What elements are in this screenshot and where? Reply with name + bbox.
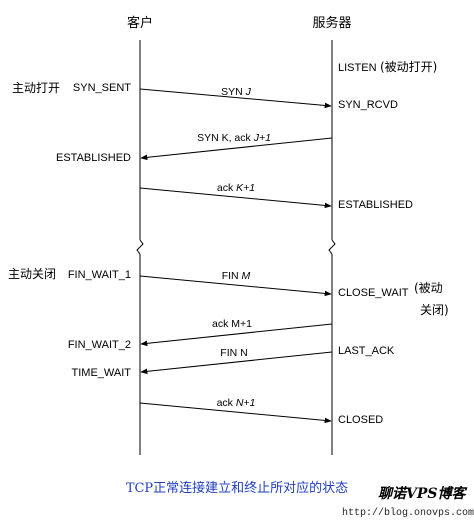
client-header: 客户 [127, 15, 153, 31]
msg-ack-k1: ack K+1 [217, 182, 255, 194]
server-state-syn-rcvd: SYN_RCVD [338, 99, 398, 111]
msg-fin-n: FIN N [220, 347, 247, 359]
arrow-syn-k-ack [140, 137, 333, 161]
arrow-syn-j [139, 88, 332, 109]
server-state-listen: LISTEN [338, 62, 377, 74]
server-passive-close-label-1: (被动 [414, 281, 443, 295]
client-state-syn-sent: SYN_SENT [73, 82, 131, 94]
msg-fin-m: FIN M [222, 270, 251, 282]
msg-syn-j: SYN J [221, 86, 252, 98]
client-state-time-wait: TIME_WAIT [72, 367, 132, 379]
server-state-established: ESTABLISHED [338, 199, 413, 211]
msg-ack-m1: ack M+1 [212, 318, 252, 330]
server-header: 服务器 [312, 15, 351, 31]
active-close-label: 主动关闭 [8, 267, 56, 281]
arrow-ack-m1 [140, 323, 333, 347]
server-state-closed: CLOSED [338, 414, 383, 426]
watermark-url: http://blog.onovps.com [342, 507, 474, 519]
server-state-close-wait: CLOSE_WAIT [338, 287, 409, 299]
diagram-caption: TCP正常连接建立和终止所对应的状态 [126, 480, 348, 496]
server-state-last-ack: LAST_ACK [338, 345, 395, 357]
server-lifeline-break [328, 239, 336, 255]
msg-ack-n1: ack N+1 [217, 397, 256, 409]
arrow-fin-m [139, 275, 332, 297]
msg-syn-k-ack: SYN K, ack J+1 [197, 132, 271, 144]
active-open-label: 主动打开 [12, 81, 60, 95]
client-lifeline-break [136, 239, 144, 255]
server-passive-close-label-2: 关闭) [420, 303, 449, 317]
server-passive-open-label: (被动打开) [380, 60, 437, 74]
watermark-brand: 聊诺VPS博客 [378, 485, 467, 502]
client-state-fin-wait-1: FIN_WAIT_1 [68, 269, 131, 281]
arrow-ack-k1 [139, 187, 332, 209]
arrow-fin-n [140, 351, 333, 375]
client-state-established: ESTABLISHED [56, 152, 131, 164]
client-state-fin-wait-2: FIN_WAIT_2 [68, 339, 131, 351]
arrow-ack-n1 [139, 402, 332, 424]
